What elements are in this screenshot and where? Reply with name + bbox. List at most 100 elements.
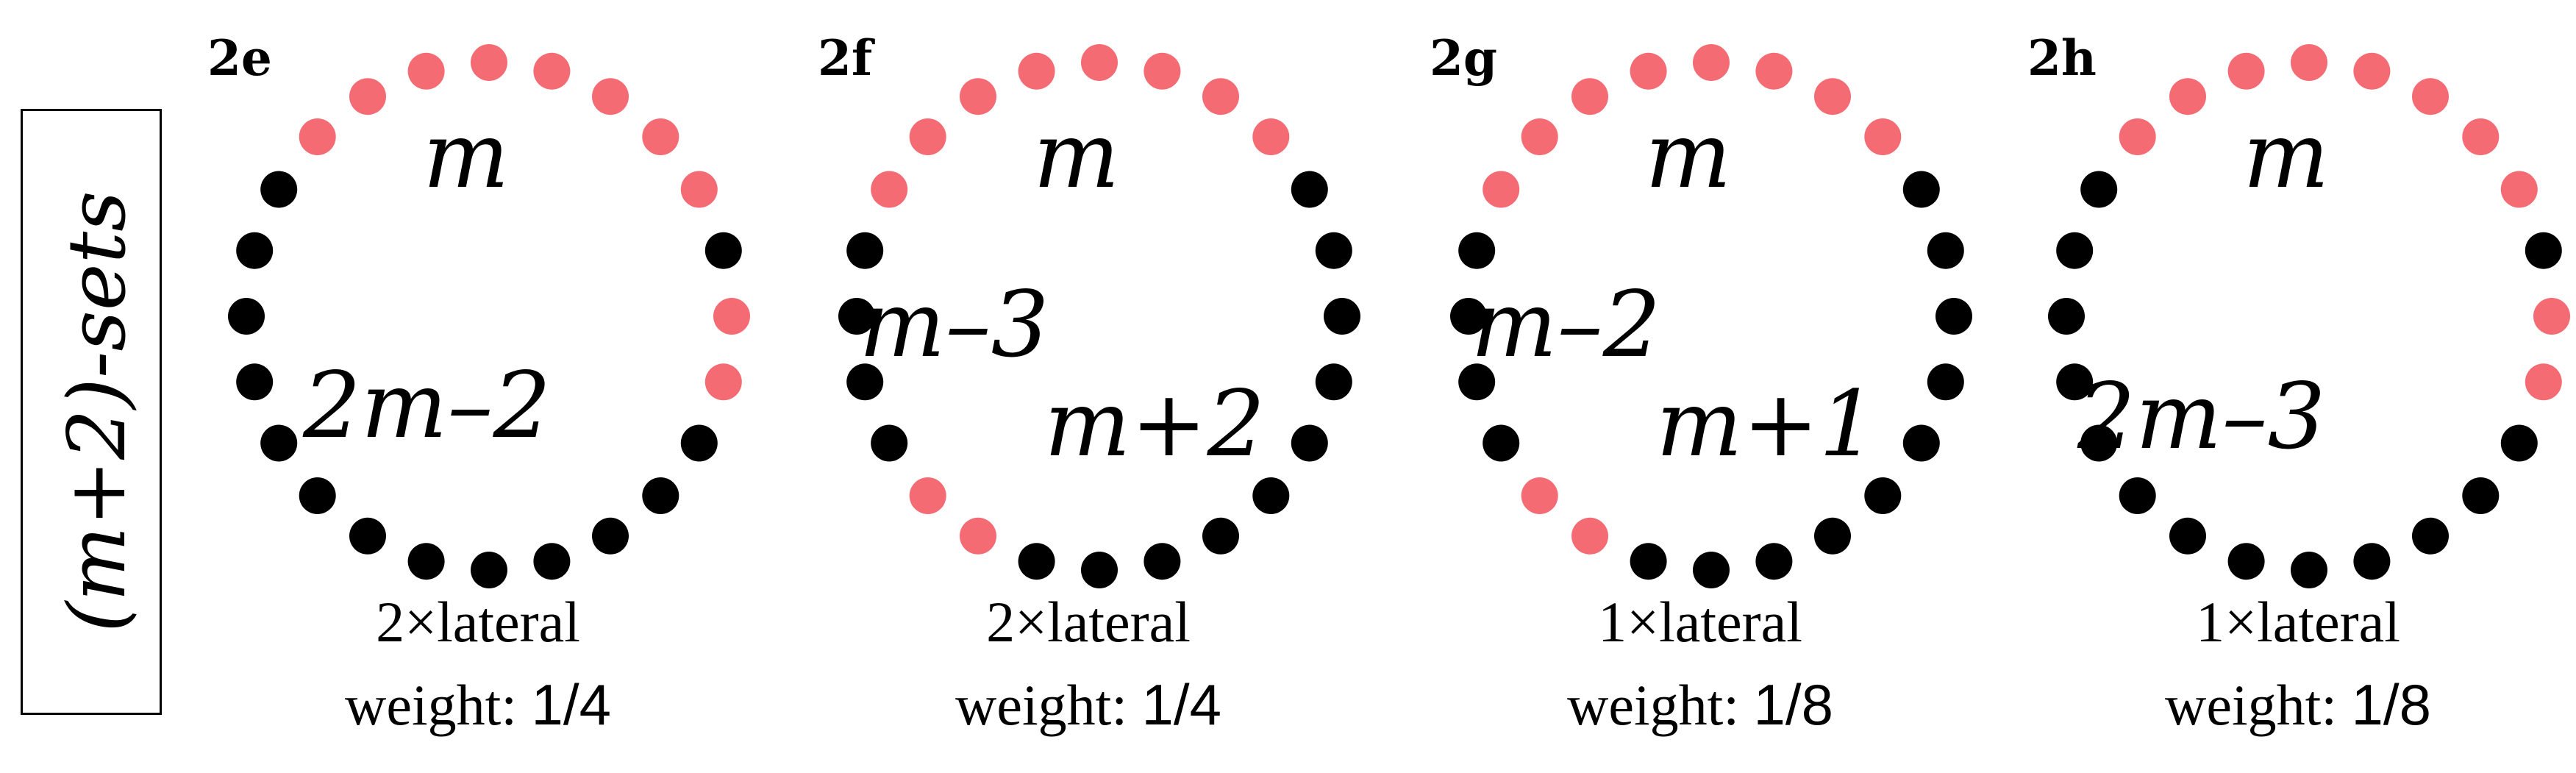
pink-dot bbox=[2291, 44, 2327, 81]
panel-id: 2g bbox=[1430, 29, 1498, 87]
black-dot bbox=[1864, 477, 1902, 514]
panel-2e: 2e m 2m–2 2×lateral weight: 1/4 bbox=[207, 0, 846, 773]
label-top: m bbox=[423, 103, 510, 209]
black-dot bbox=[1291, 171, 1328, 208]
label-lower: 2m–3 bbox=[2077, 364, 2326, 470]
pink-dot bbox=[713, 298, 750, 335]
black-dot bbox=[2048, 298, 2085, 335]
black-dot bbox=[846, 232, 884, 269]
weight-prefix: weight: bbox=[1567, 673, 1754, 737]
dot-ring bbox=[1450, 44, 1972, 588]
black-dot bbox=[2227, 543, 2265, 580]
caption: 2×lateral weight: 1/4 bbox=[257, 581, 699, 747]
black-dot bbox=[1143, 543, 1181, 580]
black-dot bbox=[1081, 552, 1118, 588]
pink-dot bbox=[1571, 78, 1608, 115]
pink-dot bbox=[2533, 298, 2570, 335]
pink-dot bbox=[2462, 118, 2500, 155]
black-dot bbox=[1693, 552, 1730, 588]
black-dot bbox=[299, 477, 336, 514]
black-dot bbox=[1315, 363, 1352, 401]
pink-dot bbox=[871, 171, 908, 208]
panel-id: 2f bbox=[818, 29, 873, 87]
black-dot bbox=[1935, 298, 1972, 335]
panel-id: 2e bbox=[207, 29, 272, 87]
black-dot bbox=[260, 171, 298, 208]
black-dot bbox=[228, 298, 265, 335]
pink-dot bbox=[1081, 44, 1118, 81]
lateral-label: 1×lateral bbox=[2196, 590, 2400, 654]
black-dot bbox=[2080, 171, 2118, 208]
pink-dot bbox=[960, 78, 996, 115]
black-dot bbox=[2412, 517, 2449, 555]
dot-ring bbox=[2048, 44, 2570, 588]
pink-dot bbox=[1864, 118, 1902, 155]
black-dot bbox=[2525, 232, 2562, 269]
pink-dot bbox=[2227, 52, 2265, 90]
label-right: m+2 bbox=[1044, 371, 1266, 477]
pink-dot bbox=[349, 78, 386, 115]
pink-dot bbox=[2500, 171, 2538, 208]
black-dot bbox=[1630, 543, 1667, 580]
black-dot bbox=[2291, 552, 2327, 588]
pink-dot bbox=[1252, 118, 1290, 155]
pink-dot bbox=[592, 78, 629, 115]
black-dot bbox=[1458, 232, 1496, 269]
black-dot bbox=[471, 552, 507, 588]
black-dot bbox=[260, 424, 298, 462]
weight-value: 1/4 bbox=[531, 672, 611, 737]
black-dot bbox=[2056, 363, 2094, 401]
pink-dot bbox=[299, 118, 336, 155]
black-dot bbox=[1755, 543, 1793, 580]
lateral-label: 1×lateral bbox=[1598, 590, 1802, 654]
weight-prefix: weight: bbox=[2165, 673, 2352, 737]
black-dot bbox=[2462, 477, 2500, 514]
black-dot bbox=[1902, 424, 1940, 462]
panel-2f: 2f m m–3 m+2 2×lateral weight: 1/4 bbox=[818, 0, 1456, 773]
label-top: m bbox=[1645, 103, 1732, 209]
weight-prefix: weight: bbox=[345, 673, 532, 737]
pink-dot bbox=[909, 118, 946, 155]
pink-dot bbox=[909, 477, 946, 514]
pink-dot bbox=[704, 363, 742, 401]
black-dot bbox=[2353, 543, 2391, 580]
pink-dot bbox=[1755, 52, 1793, 90]
pink-dot bbox=[642, 118, 679, 155]
black-dot bbox=[1927, 232, 1964, 269]
pink-dot bbox=[471, 44, 507, 81]
pink-dot bbox=[1143, 52, 1181, 90]
black-dot bbox=[2080, 424, 2118, 462]
black-dot bbox=[1902, 171, 1940, 208]
label-left: m–3 bbox=[859, 272, 1049, 378]
caption: 2×lateral weight: 1/4 bbox=[868, 581, 1309, 747]
pink-dot bbox=[1521, 477, 1558, 514]
black-dot bbox=[1252, 477, 1290, 514]
black-dot bbox=[1315, 232, 1352, 269]
caption: 1×lateral weight: 1/8 bbox=[1480, 581, 1921, 747]
pink-dot bbox=[1521, 118, 1558, 155]
black-dot bbox=[533, 543, 571, 580]
pink-dot bbox=[2412, 78, 2449, 115]
label-right: m+1 bbox=[1656, 371, 1877, 477]
black-dot bbox=[1450, 298, 1487, 335]
panel-id: 2h bbox=[2027, 29, 2097, 87]
pink-dot bbox=[1018, 52, 1055, 90]
black-dot bbox=[2056, 232, 2094, 269]
panel-2h: 2h m 2m–3 1×lateral weight: 1/8 bbox=[2027, 0, 2576, 773]
black-dot bbox=[680, 424, 718, 462]
label-left: m–2 bbox=[1471, 272, 1661, 378]
label-lower: 2m–2 bbox=[303, 353, 552, 459]
black-dot bbox=[846, 363, 884, 401]
label-top: m bbox=[1033, 103, 1120, 209]
black-dot bbox=[1927, 363, 1964, 401]
black-dot bbox=[1458, 363, 1496, 401]
weight-value: 1/8 bbox=[2351, 672, 2431, 737]
section-label: (m+2)-sets bbox=[51, 190, 143, 633]
pink-dot bbox=[2119, 118, 2156, 155]
pink-dot bbox=[533, 52, 571, 90]
pink-dot bbox=[1630, 52, 1667, 90]
pink-dot bbox=[2353, 52, 2391, 90]
weight-value: 1/4 bbox=[1141, 672, 1221, 737]
black-dot bbox=[1018, 543, 1055, 580]
